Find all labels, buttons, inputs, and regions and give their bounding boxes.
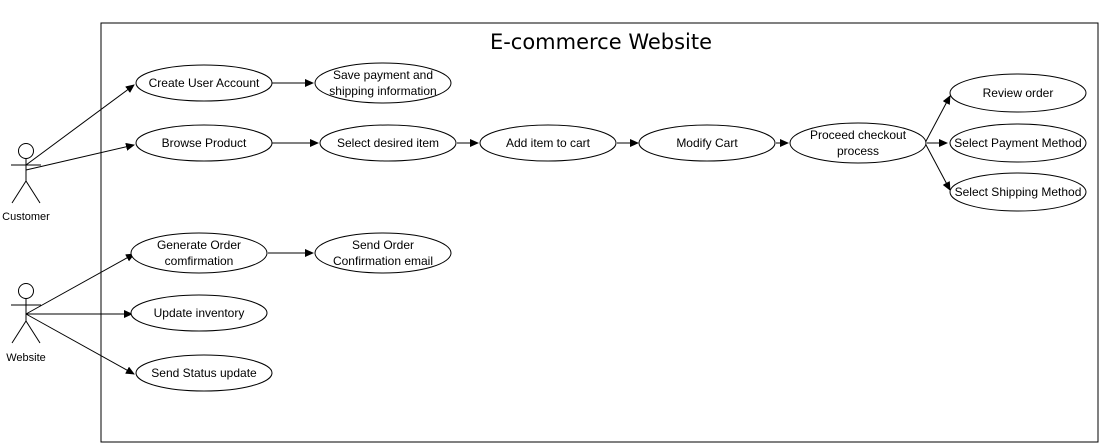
- edge-website-status: [25, 313, 135, 375]
- actor-label-customer: Customer: [2, 211, 50, 223]
- edge-proceed-shipping: [924, 142, 951, 191]
- use-case-create-user-account[interactable]: Create User Account: [135, 64, 273, 102]
- use-case-label: Modify Cart: [676, 136, 738, 150]
- use-case-label: Review order: [983, 86, 1054, 100]
- use-case-send-order-confirmation-email[interactable]: Send Order Confirmation email: [314, 232, 452, 274]
- use-case-select-desired-item[interactable]: Select desired item: [319, 124, 457, 162]
- diagram-title: E-commerce Website: [490, 30, 712, 54]
- actor-label-website: Website: [6, 352, 46, 364]
- use-case-generate-order-confirmation[interactable]: Generate Order comfirmation: [130, 232, 268, 274]
- edge-proceed-review: [924, 95, 951, 144]
- use-case-modify-cart[interactable]: Modify Cart: [638, 124, 776, 162]
- edge-customer-browse: [25, 142, 135, 171]
- use-case-update-inventory[interactable]: Update inventory: [130, 294, 268, 332]
- use-case-send-status-update[interactable]: Send Status update: [135, 354, 273, 392]
- use-case-add-item-to-cart[interactable]: Add item to cart: [479, 124, 617, 162]
- use-case-label-line1: Generate Order: [157, 238, 241, 252]
- use-case-label-line2: comfirmation: [165, 254, 234, 268]
- actor-website[interactable]: Website: [6, 283, 46, 365]
- use-case-save-payment-shipping[interactable]: Save payment and shipping information: [314, 62, 452, 104]
- use-case-label-line2: Confirmation email: [333, 254, 433, 268]
- use-case-proceed-checkout[interactable]: Proceed checkout process: [789, 122, 927, 164]
- use-case-select-shipping-method[interactable]: Select Shipping Method: [949, 172, 1087, 212]
- use-case-label: Select Payment Method: [954, 136, 1081, 150]
- use-case-label-line1: Proceed checkout: [810, 128, 907, 142]
- use-case-label-line1: Send Order: [352, 238, 414, 252]
- edge-customer-create-account: [25, 84, 135, 166]
- use-case-label: Browse Product: [162, 136, 247, 150]
- use-case-label: Update inventory: [154, 306, 245, 320]
- actor-customer[interactable]: Customer: [2, 143, 50, 224]
- connectors: [25, 79, 951, 375]
- use-case-label-line2: process: [837, 144, 879, 158]
- edge-website-generate: [25, 253, 135, 315]
- use-case-review-order[interactable]: Review order: [949, 73, 1087, 113]
- use-case-label-line2: shipping information: [329, 84, 436, 98]
- use-case-browse-product[interactable]: Browse Product: [135, 124, 273, 162]
- use-case-label-line1: Save payment and: [333, 68, 433, 82]
- use-case-label: Select desired item: [337, 136, 439, 150]
- use-case-label: Select Shipping Method: [955, 185, 1082, 199]
- use-case-select-payment-method[interactable]: Select Payment Method: [949, 123, 1087, 163]
- use-case-label: Create User Account: [149, 76, 260, 90]
- use-case-label: Add item to cart: [506, 136, 591, 150]
- use-case-label: Send Status update: [151, 366, 257, 380]
